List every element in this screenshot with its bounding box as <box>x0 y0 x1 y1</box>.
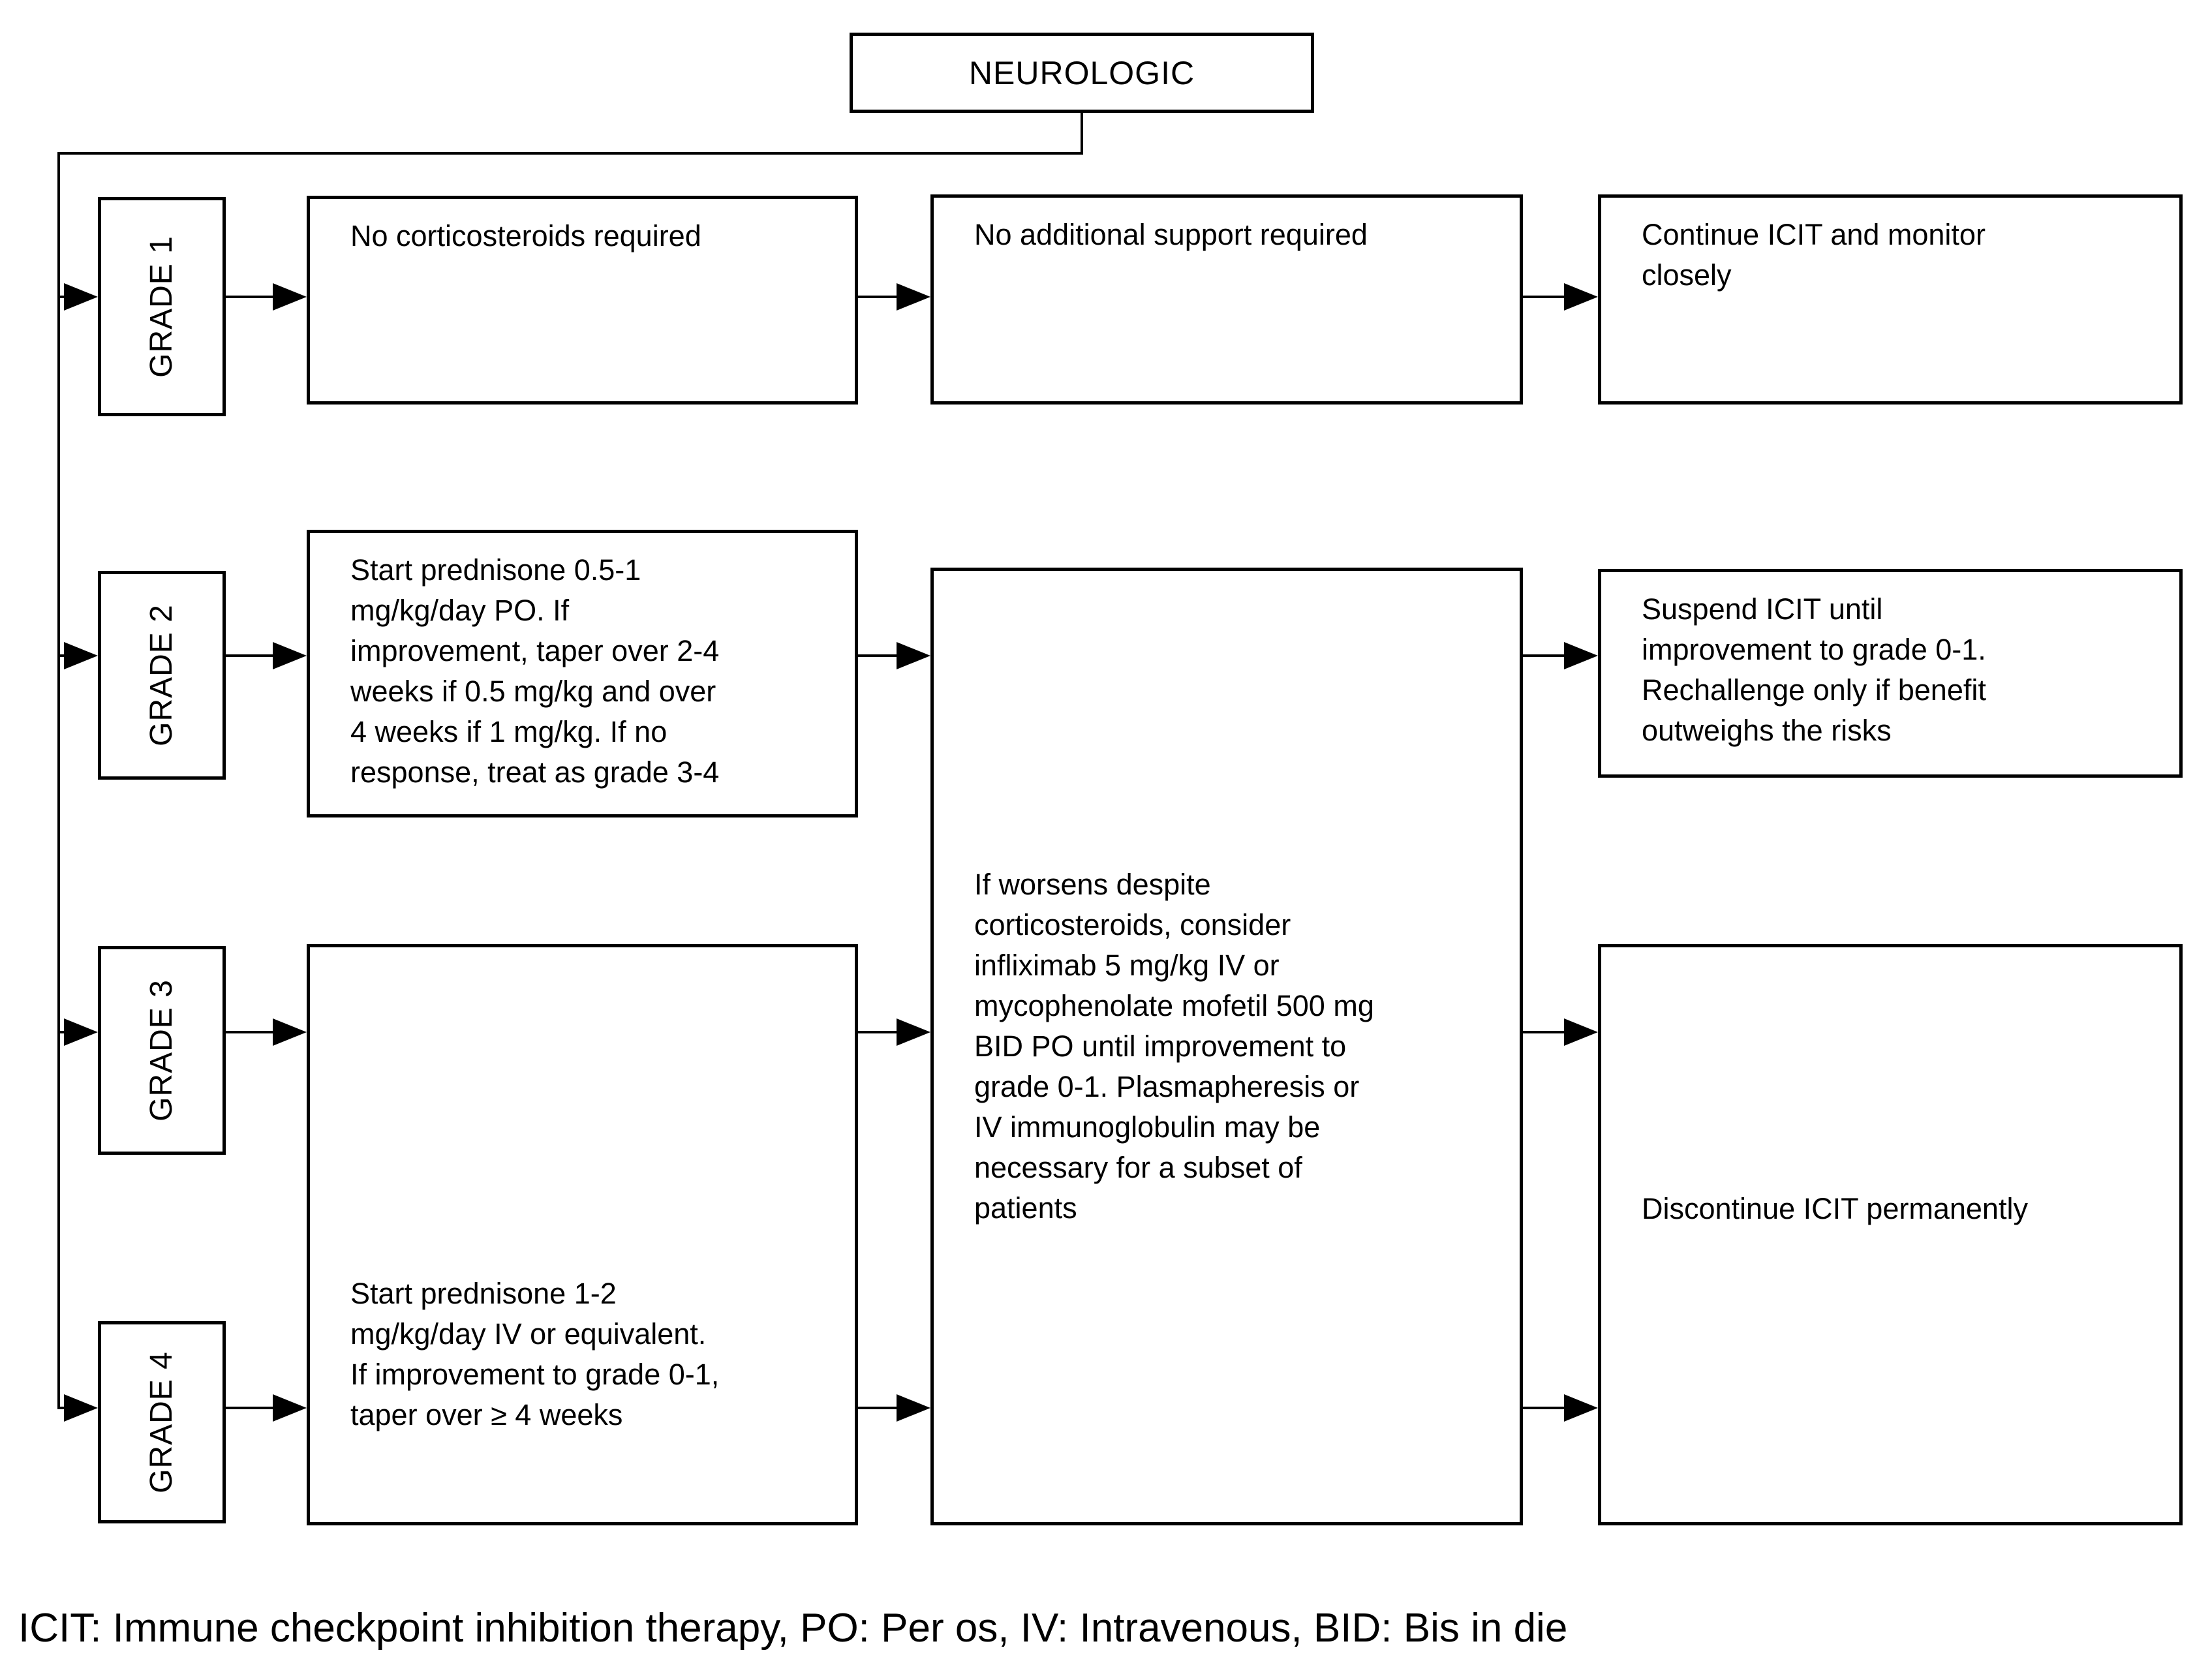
grade-2-node: GRADE 2 <box>98 571 226 780</box>
node-escalation: If worsens despite corticosteroids, cons… <box>930 568 1523 1525</box>
grade-1-node: GRADE 1 <box>98 197 226 416</box>
arrowhead-grade1-treatment <box>273 283 307 311</box>
grade-3-node: GRADE 3 <box>98 946 226 1155</box>
node-grade34-treatment: Start prednisone 1-2 mg/kg/day IV or equ… <box>307 944 858 1525</box>
node-grade2-treatment: Start prednisone 0.5-1 mg/kg/day PO. If … <box>307 530 858 817</box>
node-grade34-action-text: Discontinue ICIT permanently <box>1642 1191 2028 1225</box>
arrowhead-trunk-grade2 <box>64 642 98 669</box>
grade-3-label: GRADE 3 <box>144 979 179 1122</box>
arrowhead-treatment34-escalation-g4 <box>897 1394 930 1422</box>
node-grade34-action: Discontinue ICIT permanently <box>1598 944 2183 1525</box>
arrowhead-escalation-action34-g4 <box>1564 1394 1598 1422</box>
node-escalation-text: If worsens despite corticosteroids, cons… <box>974 868 1374 1225</box>
node-grade1-action-text: Continue ICIT and monitor closely <box>1642 218 1986 292</box>
arrowhead-grade3-treatment <box>273 1018 307 1046</box>
grade-2-label: GRADE 2 <box>144 604 179 746</box>
node-grade1-treatment: No corticosteroids required <box>307 196 858 405</box>
arrowhead-treatment34-escalation-g3 <box>897 1018 930 1046</box>
node-grade1-treatment-text: No corticosteroids required <box>350 219 701 252</box>
arrowhead-escalation-action2 <box>1564 642 1598 669</box>
grade-4-node: GRADE 4 <box>98 1321 226 1523</box>
arrowhead-escalation-action34-g3 <box>1564 1018 1598 1046</box>
node-grade2-treatment-text: Start prednisone 0.5-1 mg/kg/day PO. If … <box>350 553 720 789</box>
arrowhead-treatment2-escalation <box>897 642 930 669</box>
arrowhead-treatment1-support <box>897 283 930 311</box>
arrowhead-grade2-treatment <box>273 642 307 669</box>
grade-4-label: GRADE 4 <box>144 1351 179 1493</box>
trunk-line <box>57 113 1083 1408</box>
node-grade2-action-text: Suspend ICIT until improvement to grade … <box>1642 592 1986 747</box>
root-node-label: NEUROLOGIC <box>968 54 1195 91</box>
node-grade34-treatment-text: Start prednisone 1-2 mg/kg/day IV or equ… <box>350 1277 720 1431</box>
grade-1-label: GRADE 1 <box>144 236 179 378</box>
arrowhead-trunk-grade1 <box>64 283 98 311</box>
node-grade1-support-text: No additional support required <box>974 218 1368 251</box>
arrowhead-support1-action <box>1564 283 1598 311</box>
node-grade2-action: Suspend ICIT until improvement to grade … <box>1598 569 2183 778</box>
arrowhead-trunk-grade3 <box>64 1018 98 1046</box>
legend-text: ICIT: Immune checkpoint inhibition thera… <box>18 1606 1568 1651</box>
arrowhead-grade4-treatment <box>273 1394 307 1422</box>
arrowhead-trunk-grade4 <box>64 1394 98 1422</box>
root-node-neurologic: NEUROLOGIC <box>850 33 1314 113</box>
node-grade1-support: No additional support required <box>930 194 1523 405</box>
node-grade1-action: Continue ICIT and monitor closely <box>1598 194 2183 405</box>
